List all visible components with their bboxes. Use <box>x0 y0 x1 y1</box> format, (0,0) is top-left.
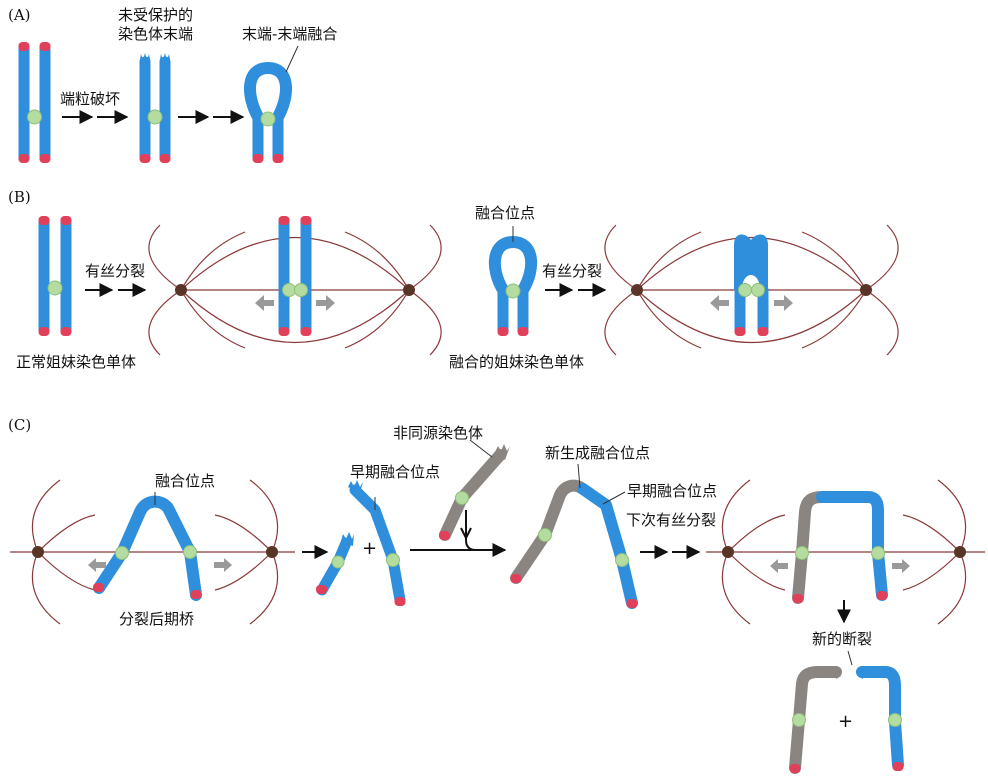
fused-sisters-label: 融合的姐妹染色单体 <box>449 353 585 371</box>
dividing-fused-chromatids <box>710 234 793 336</box>
early-fusion-site-label-1: 早期融合位点 <box>350 463 441 481</box>
mitosis-label-1: 有丝分裂 <box>85 262 146 280</box>
damaged-chromosome <box>139 53 171 163</box>
anaphase-bridge-spindle <box>10 479 295 625</box>
early-fusion-site-label-2: 早期融合位点 <box>627 482 718 500</box>
anaphase-bridge-chromosome <box>88 495 232 601</box>
next-mitosis-bridge <box>770 491 910 604</box>
panel-b-letter: (B) <box>8 188 31 206</box>
new-fusion-site-label: 新生成融合位点 <box>545 444 651 462</box>
dividing-normal-chromatids <box>255 216 335 336</box>
broken-fragment-small <box>316 532 354 596</box>
panel-b <box>38 216 899 356</box>
end-fused-chromosome <box>243 61 293 163</box>
end-to-end-fusion-label: 末端-末端融合 <box>242 25 338 43</box>
panel-c-letter: (C) <box>8 416 32 434</box>
new-fused-chromosome <box>510 479 638 609</box>
new-break-label: 新的断裂 <box>812 630 873 648</box>
normal-sisters-label: 正常姐妹染色单体 <box>16 353 137 371</box>
next-mitosis-spindle <box>706 479 985 625</box>
unprotected-ends-label: 未受保护的 染色体末端 <box>118 6 194 43</box>
broken-products <box>789 666 904 774</box>
panel-a-letter: (A) <box>8 6 31 24</box>
fusion-site-label-c: 融合位点 <box>155 472 216 490</box>
next-mitosis-label: 下次有丝分裂 <box>626 511 717 529</box>
panel-c <box>10 439 985 774</box>
fused-sister-chromatids <box>488 235 538 336</box>
fusion-site-label-b: 融合位点 <box>475 204 536 222</box>
normal-sister-chromatids <box>38 216 72 336</box>
nonhomologous-label: 非同源染色体 <box>393 424 484 442</box>
mitosis-label-2: 有丝分裂 <box>542 262 603 280</box>
broken-fragment-large <box>348 480 406 606</box>
panel-a <box>18 42 299 163</box>
plus-sign-2: + <box>838 711 854 732</box>
plus-sign-1: + <box>362 538 378 559</box>
normal-chromosome <box>18 42 51 163</box>
telomere-damage-label: 端粒破坏 <box>60 90 121 108</box>
nonhomologous-chromosome <box>439 444 510 541</box>
anaphase-bridge-label: 分裂后期桥 <box>119 610 195 628</box>
